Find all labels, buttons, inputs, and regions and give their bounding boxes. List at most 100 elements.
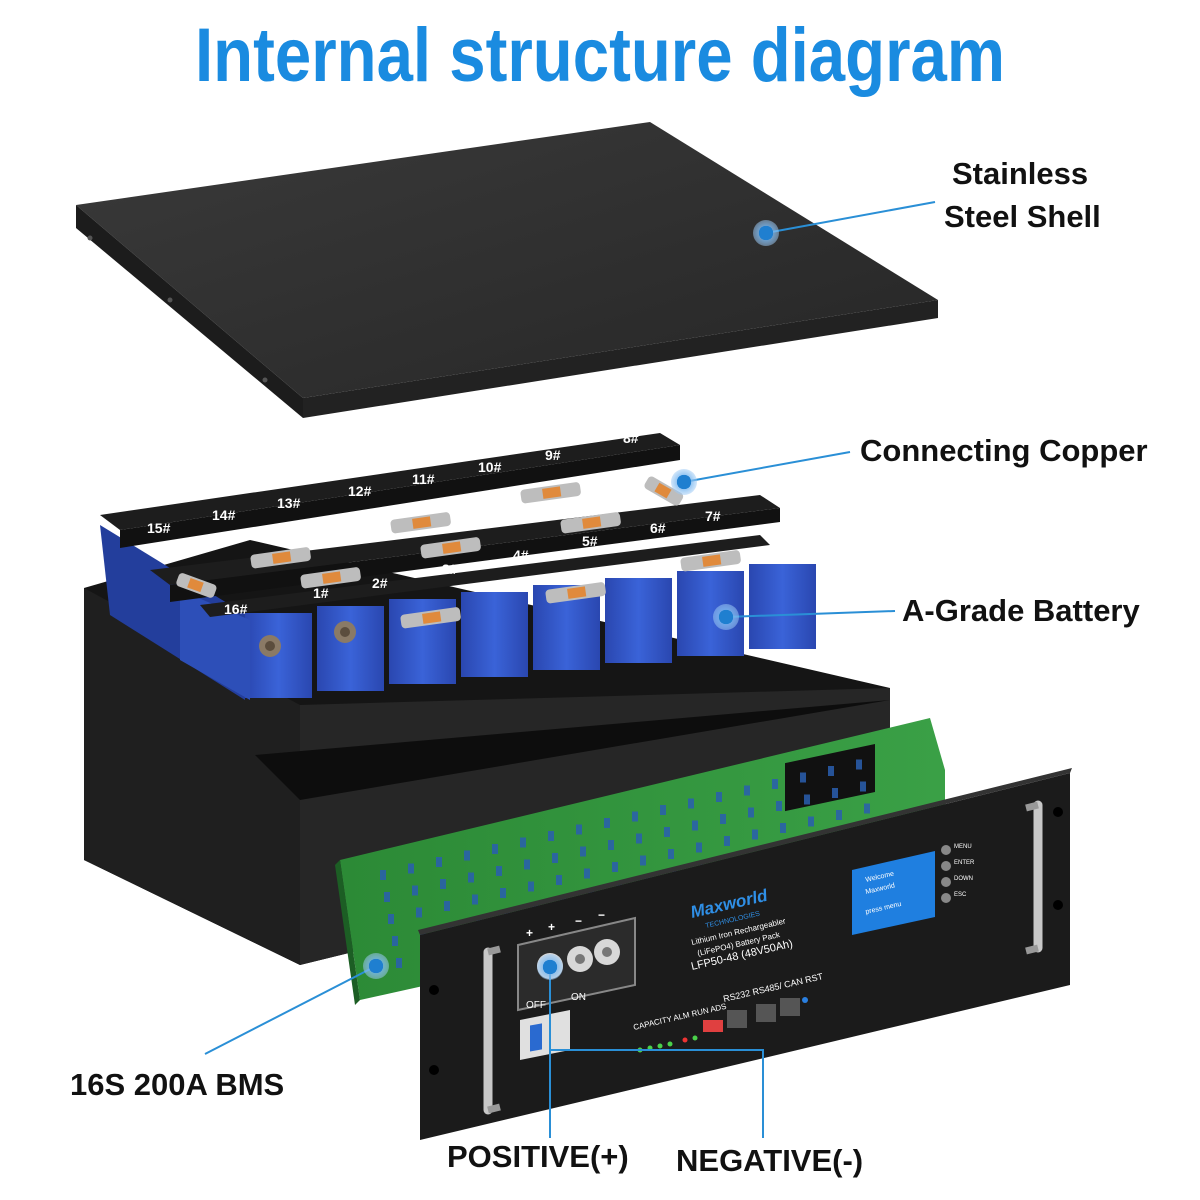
pcb-component: [776, 801, 782, 811]
pcb-component: [552, 853, 558, 863]
pcb-component: [520, 837, 526, 848]
pcb-component: [668, 849, 674, 859]
label-a-grade-battery: A-Grade Battery: [902, 593, 1140, 628]
pcb-component: [384, 892, 390, 902]
battery-cell: [461, 592, 528, 677]
label-steel-shell: Steel Shell: [944, 199, 1101, 234]
pcb-component: [688, 798, 694, 809]
copper-connectors: [176, 476, 741, 629]
label-connecting-copper: Connecting Copper: [860, 433, 1148, 468]
pcb-component: [636, 833, 642, 844]
switch-on-label: ON: [571, 992, 586, 1003]
callout-line-battery: [725, 610, 896, 618]
pcb-component: [664, 827, 670, 837]
battery-cell: [749, 564, 816, 649]
cell-label-16: 16#: [224, 601, 248, 617]
pcb-component: [524, 859, 530, 870]
pcb-component: [580, 846, 586, 857]
pcb-component: [720, 814, 726, 824]
pcb-component: [380, 870, 386, 880]
pcb-component: [744, 785, 750, 796]
label-positive: POSITIVE(+): [447, 1139, 629, 1174]
callout-line-copper: [683, 451, 851, 483]
pcb-component: [864, 803, 870, 814]
pcb-component: [472, 894, 478, 905]
pcb-component: [440, 879, 446, 889]
pcb-component: [392, 936, 398, 946]
cell-label-14: 14#: [212, 507, 236, 523]
terminal-sign-4: −: [598, 908, 605, 922]
pcb-component: [860, 781, 866, 792]
battery-cell: [317, 606, 384, 691]
pcb-component: [468, 872, 474, 883]
battery-cell: [605, 578, 672, 663]
cell-label-13: 13#: [277, 495, 301, 511]
callout-line-negative: [550, 1049, 764, 1138]
button-label-esc: ESC: [954, 892, 967, 898]
cell-label-10: 10#: [478, 459, 502, 475]
pcb-component: [660, 805, 666, 815]
button-label-enter: ENTER: [954, 860, 975, 866]
callout-dot-copper: [671, 469, 697, 495]
callout-line-bms: [204, 965, 377, 1055]
front-panel: [418, 768, 1072, 1140]
pcb-component: [632, 811, 638, 822]
pcb-component: [556, 875, 562, 885]
callout-line-shell: [765, 201, 936, 234]
cell-label-1: 1#: [313, 585, 329, 601]
label-stainless: Stainless: [952, 156, 1089, 191]
pcb-component: [832, 788, 838, 798]
callouts: [204, 201, 936, 1138]
pcb-component: [748, 807, 754, 818]
switch-off-label: OFF: [526, 1000, 546, 1011]
pcb-component: [692, 820, 698, 831]
pcb-component: [724, 836, 730, 846]
label-bms: 16S 200A BMS: [70, 1067, 285, 1102]
callout-dot-bms: [363, 953, 389, 979]
cell-label-12: 12#: [348, 483, 372, 499]
terminal-sign-3: −: [575, 914, 582, 928]
cell-label-6: 6#: [650, 520, 666, 536]
pcb-component: [828, 766, 834, 776]
pcb-component: [772, 779, 778, 789]
pcb-component: [500, 888, 506, 898]
pcb-component: [604, 818, 610, 828]
callout-dots: [363, 220, 779, 980]
pcb-component: [780, 823, 786, 833]
pcb-component: [716, 792, 722, 802]
callout-dot-battery: [713, 604, 739, 630]
button-label-down: DOWN: [954, 876, 973, 882]
pcb-component: [808, 816, 814, 827]
pcb-component: [408, 863, 414, 874]
pcb-component: [464, 850, 470, 861]
cell-label-5: 5#: [582, 533, 598, 549]
pcb-component: [416, 907, 422, 918]
pcb-component: [856, 759, 862, 770]
pcb-component: [412, 885, 418, 896]
cell-label-2: 2#: [372, 575, 388, 591]
pcb-component: [640, 855, 646, 866]
cell-label-9: 9#: [545, 447, 561, 463]
pcb-component: [752, 829, 758, 840]
pcb-component: [496, 866, 502, 876]
cell-label-8: 8#: [623, 430, 639, 446]
pcb-component: [696, 842, 702, 853]
pcb-component: [492, 844, 498, 854]
callout-dot-positive: [537, 954, 563, 980]
page-title: Internal structure diagram: [195, 13, 1005, 98]
pcb-component: [528, 881, 534, 892]
pcb-component: [548, 831, 554, 841]
pcb-component: [608, 840, 614, 850]
button-label-menu: MENU: [954, 844, 972, 850]
battery-cell-edge: [180, 590, 250, 700]
pcb-component: [584, 868, 590, 879]
cell-number-labels: 1# 2# 3# 4# 5# 6# 7# 8# 9# 10# 11# 12# 1…: [147, 430, 721, 617]
pcb-component: [836, 810, 842, 820]
steel-shell-lid: [76, 122, 938, 418]
pcb-component: [436, 857, 442, 867]
terminal-posts: [259, 621, 356, 657]
terminal-sign-2: +: [548, 920, 555, 934]
pcb-component: [576, 824, 582, 835]
cell-label-15: 15#: [147, 520, 171, 536]
